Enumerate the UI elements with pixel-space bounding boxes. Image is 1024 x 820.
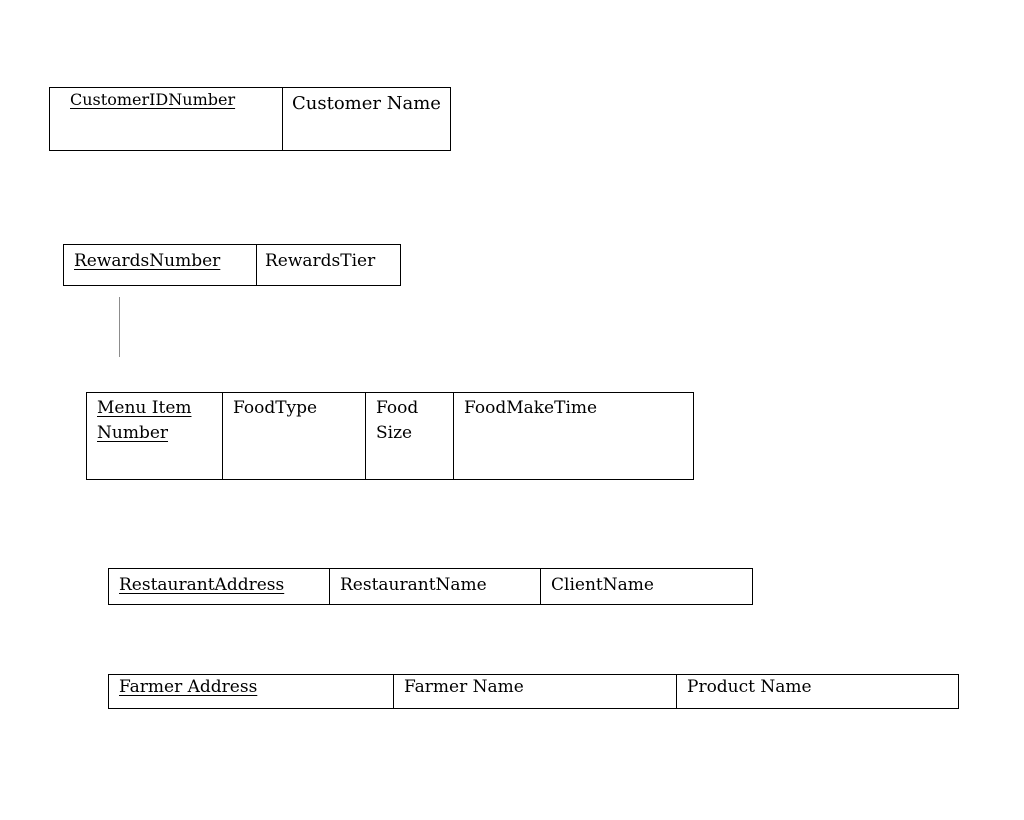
- primary-key-customer-id-number: CustomerIDNumber: [70, 90, 236, 109]
- restaurant-entity-table: RestaurantAddress RestaurantName ClientN…: [108, 568, 753, 605]
- attribute-farmer-name: Farmer Name: [393, 675, 676, 708]
- attribute-food-make-time: FoodMakeTime: [453, 393, 693, 479]
- menu-item-entity-table: Menu Item Number FoodType Food Size Food…: [86, 392, 694, 480]
- primary-key-farmer-address: Farmer Address: [119, 677, 258, 697]
- farmer-entity-table: Farmer Address Farmer Name Product Name: [108, 674, 959, 709]
- attribute-restaurant-name: RestaurantName: [329, 569, 540, 604]
- primary-key-rewards-number: RewardsNumber: [74, 251, 221, 271]
- attribute-customer-name: Customer Name: [282, 88, 450, 150]
- attribute-client-name: ClientName: [540, 569, 752, 604]
- attribute-product-name: Product Name: [676, 675, 958, 708]
- rewards-entity-table: RewardsNumber RewardsTier: [63, 244, 401, 286]
- attribute-food-type: FoodType: [222, 393, 365, 479]
- attribute-food-size: Food Size: [365, 393, 453, 479]
- primary-key-restaurant-address: RestaurantAddress: [119, 575, 285, 595]
- attribute-rewards-tier: RewardsTier: [256, 245, 400, 285]
- primary-key-menu-item-number: Menu Item Number: [97, 398, 192, 443]
- customer-entity-table: CustomerIDNumber Customer Name: [49, 87, 451, 151]
- relationship-connector-line: [119, 297, 120, 357]
